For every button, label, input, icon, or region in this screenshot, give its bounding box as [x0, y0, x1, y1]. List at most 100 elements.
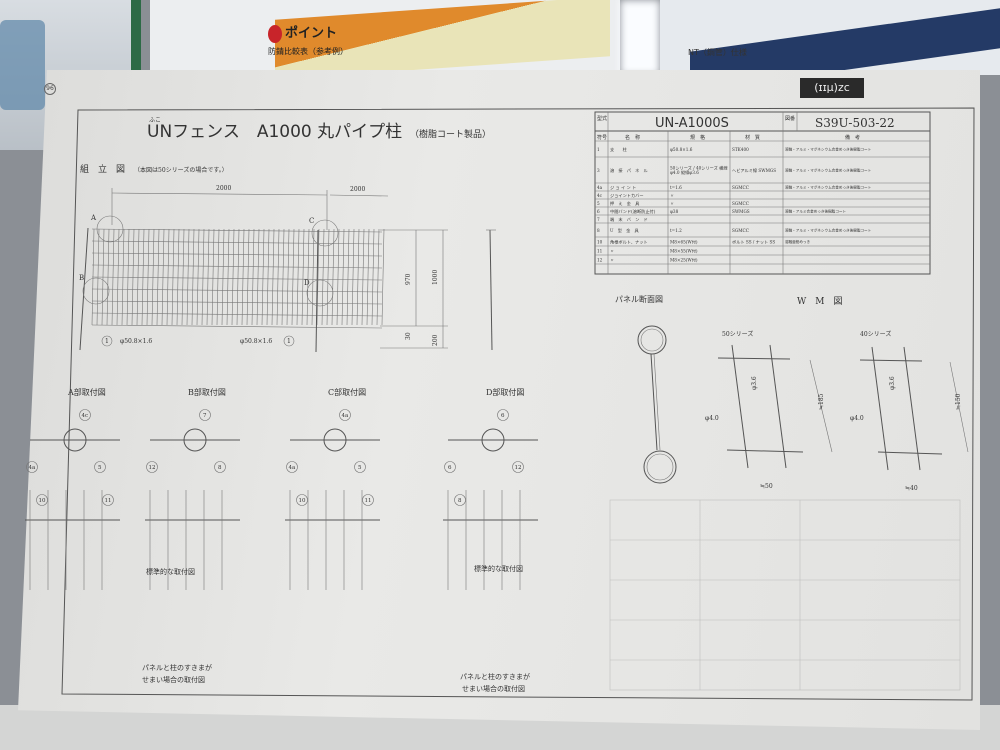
part-ref: 7	[203, 413, 207, 419]
model-number: UN-A1000S	[655, 116, 729, 131]
mesh-vertical-wire	[106, 228, 110, 326]
mesh-horizontal-wire	[91, 300, 383, 305]
mesh-horizontal-wire	[91, 264, 383, 269]
mesh-vertical-wire	[141, 228, 145, 326]
part-ref-bubble	[512, 461, 524, 473]
mesh-vertical-wire	[261, 228, 265, 326]
mesh-vertical-wire	[296, 228, 300, 326]
mesh-vertical-wire	[121, 228, 125, 326]
cell-name: 角根ボルト、ナット	[610, 238, 648, 245]
detail-markers: A B C D	[79, 214, 339, 307]
table-row: 11〃M8×55(W付)	[595, 247, 930, 256]
cell-spec: 〃	[670, 201, 674, 206]
mesh-vertical-wire	[301, 228, 305, 326]
mesh-vertical-wire	[306, 228, 310, 326]
mesh-vertical-wire	[376, 228, 380, 326]
post-labels: 1 φ50.8×1.6 φ50.8×1.6 1	[101, 335, 295, 347]
part-ref: 11	[365, 498, 372, 504]
dim-total-height: 1000	[432, 270, 439, 285]
part-ref-bubble	[102, 494, 114, 506]
alert-icon	[268, 24, 282, 43]
mesh-vertical-wire	[286, 228, 290, 326]
part-ref: 10	[299, 498, 306, 504]
background-poster-heading: ポイント防錆比較表（参考例）	[268, 22, 348, 58]
table-header: 材 質	[745, 134, 760, 141]
dim-span-1: 2000	[216, 185, 231, 192]
cell-note: 溶融・アルミ合金めっき後樹脂コート	[785, 209, 846, 214]
cell-no: 7	[597, 217, 600, 222]
mesh-vertical-wire	[166, 228, 170, 326]
part-ref: 4a	[342, 413, 349, 419]
mesh-vertical-wire	[191, 228, 195, 326]
dim-gap: 30	[405, 332, 412, 340]
wm-50-wire: φ4.0	[705, 415, 719, 422]
mesh-vertical-wire	[196, 228, 200, 326]
cell-spec: t=1.2	[670, 228, 682, 233]
mesh-vertical-wire	[211, 228, 215, 326]
mesh-vertical-wire	[241, 228, 245, 326]
wm-40-h-dim: φ3.6	[889, 376, 896, 390]
table-row: 12〃M8×25(W付)	[595, 256, 930, 265]
drawing-title: UNフェンス A1000 丸パイプ柱	[147, 122, 402, 142]
mesh-vertical-wire	[361, 228, 365, 326]
cell-no: 3	[597, 168, 600, 173]
detail-label: B部取付図	[188, 387, 226, 397]
fence-panel-mesh	[91, 228, 385, 329]
cell-spec: φ50.8×1.6	[670, 147, 693, 152]
caption-standard-right: 標準的な取付図	[474, 564, 523, 573]
marker-d: D	[304, 279, 310, 287]
mesh-vertical-wire	[111, 228, 115, 326]
mesh-vertical-wire	[351, 228, 355, 326]
title-ruby: ふこ	[149, 117, 161, 124]
mesh-vertical-wire	[271, 228, 275, 326]
part-ref-bubble	[26, 461, 38, 473]
cell-no: 4a	[597, 185, 603, 190]
mesh-vertical-wire	[276, 228, 280, 326]
marker-c: C	[309, 217, 314, 225]
cell-no: 5	[597, 201, 600, 206]
wm-50-pitch: ≒50	[760, 483, 773, 490]
part-ref-bubble	[199, 409, 211, 421]
mesh-vertical-wire	[181, 228, 185, 326]
mesh-vertical-wire	[281, 228, 285, 326]
post-ref-left: 1	[105, 338, 109, 345]
background-frame	[131, 0, 141, 72]
cell-name: 中間バンド(溶断防止付)	[610, 208, 656, 215]
mesh-vertical-wire	[291, 228, 295, 326]
mesh-vertical-wire	[341, 228, 345, 326]
mesh-horizontal-wire	[91, 288, 383, 293]
part-ref: 12	[515, 465, 522, 471]
poster-subheading: 防錆比較表（参考例）	[268, 46, 348, 56]
part-ref: 4a	[29, 465, 36, 471]
mesh-vertical-wire	[101, 228, 105, 326]
mesh-vertical-wire	[201, 228, 205, 326]
part-ref-bubble	[79, 409, 91, 421]
mesh-vertical-wire	[146, 228, 150, 326]
cell-no: 12	[597, 257, 603, 262]
title-subtitle: （樹脂コート製品）	[410, 128, 491, 140]
cell-no: 4c	[597, 193, 603, 198]
assembly-note: （本図は50シリーズの場合です。）	[134, 166, 228, 174]
mesh-horizontal-wire	[91, 324, 383, 329]
mesh-vertical-wire	[96, 228, 100, 326]
wm-50-h-dim: φ3.6	[751, 376, 758, 390]
mesh-vertical-wire	[171, 228, 175, 326]
cell-material: ボルト SS / ナット SS	[732, 238, 775, 245]
mesh-vertical-wire	[331, 228, 335, 326]
cell-name: 支 柱	[610, 146, 628, 153]
cell-spec: M8×55(W付)	[670, 247, 698, 254]
part-ref-bubble	[214, 461, 226, 473]
mesh-vertical-wire	[256, 228, 260, 326]
cell-name: 押 え 金 具	[610, 200, 640, 207]
fence-posts	[79, 227, 319, 353]
part-ref-bubble	[146, 461, 158, 473]
table-header: 備 考	[845, 134, 860, 141]
mesh-vertical-wire	[371, 228, 375, 326]
